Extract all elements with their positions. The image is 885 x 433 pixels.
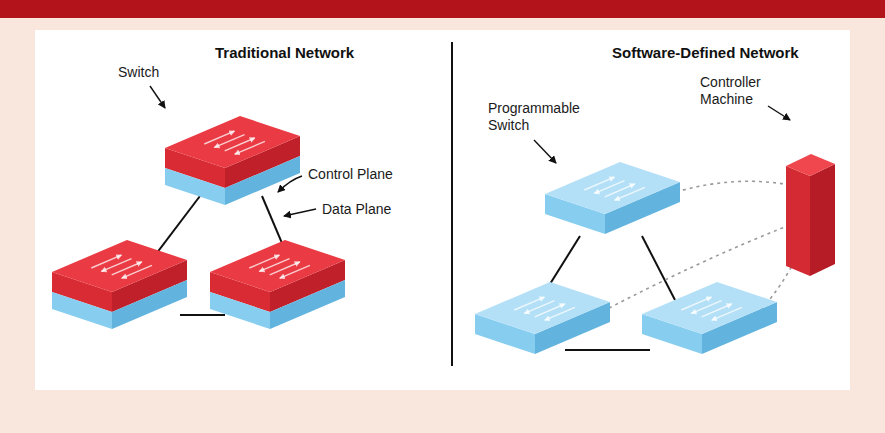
callout-label: Data Plane <box>322 201 391 218</box>
divider-line <box>451 42 453 366</box>
switch-icon <box>52 240 187 329</box>
controller-machine <box>786 154 835 276</box>
callout-label: Programmable Switch <box>488 100 588 134</box>
header-bar <box>0 0 885 18</box>
panel-title: Traditional Network <box>215 44 354 61</box>
panel-title: Software-Defined Network <box>612 44 799 61</box>
leader-arrows <box>150 86 790 216</box>
callout-label: Control Plane <box>308 166 393 183</box>
switch-icon <box>475 282 610 354</box>
switch-icon <box>210 240 345 329</box>
switch-icon <box>165 116 300 205</box>
callout-label: Controller Machine <box>700 74 772 108</box>
switch-icon <box>545 162 680 234</box>
switch-icon <box>642 282 777 354</box>
switch-group <box>52 116 777 354</box>
callout-label: Switch <box>118 64 159 81</box>
